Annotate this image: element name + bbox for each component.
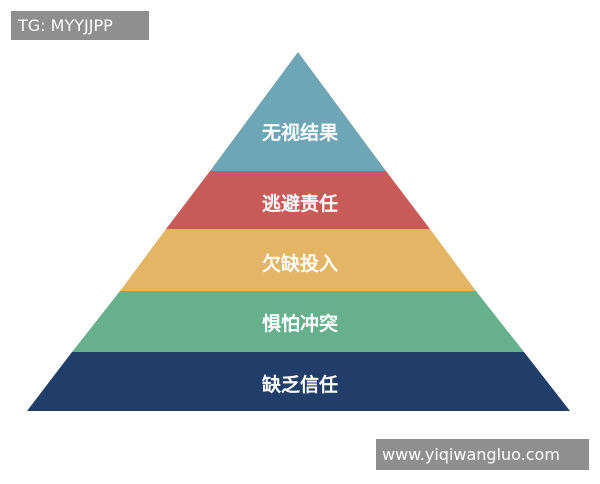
pyramid-layer-label: 无视结果 [262, 121, 338, 144]
pyramid-layer-label: 惧怕冲突 [262, 312, 338, 335]
pyramid-layer-commitment [120, 229, 476, 291]
watermark-top-left: TG: MYYJJPP [11, 11, 149, 40]
pyramid-layer-top-results [210, 52, 386, 171]
pyramid-layer-label: 缺乏信任 [262, 373, 338, 396]
pyramid-layer-label: 逃避责任 [262, 192, 338, 215]
pyramid-layer-label: 欠缺投入 [262, 252, 338, 275]
pyramid-layer-conflict [72, 291, 524, 352]
pyramid-layer-accountability [166, 171, 430, 229]
pyramid-layer-trust-base [27, 352, 570, 411]
watermark-bottom-right: www.yiqiwangluo.com [376, 439, 589, 470]
